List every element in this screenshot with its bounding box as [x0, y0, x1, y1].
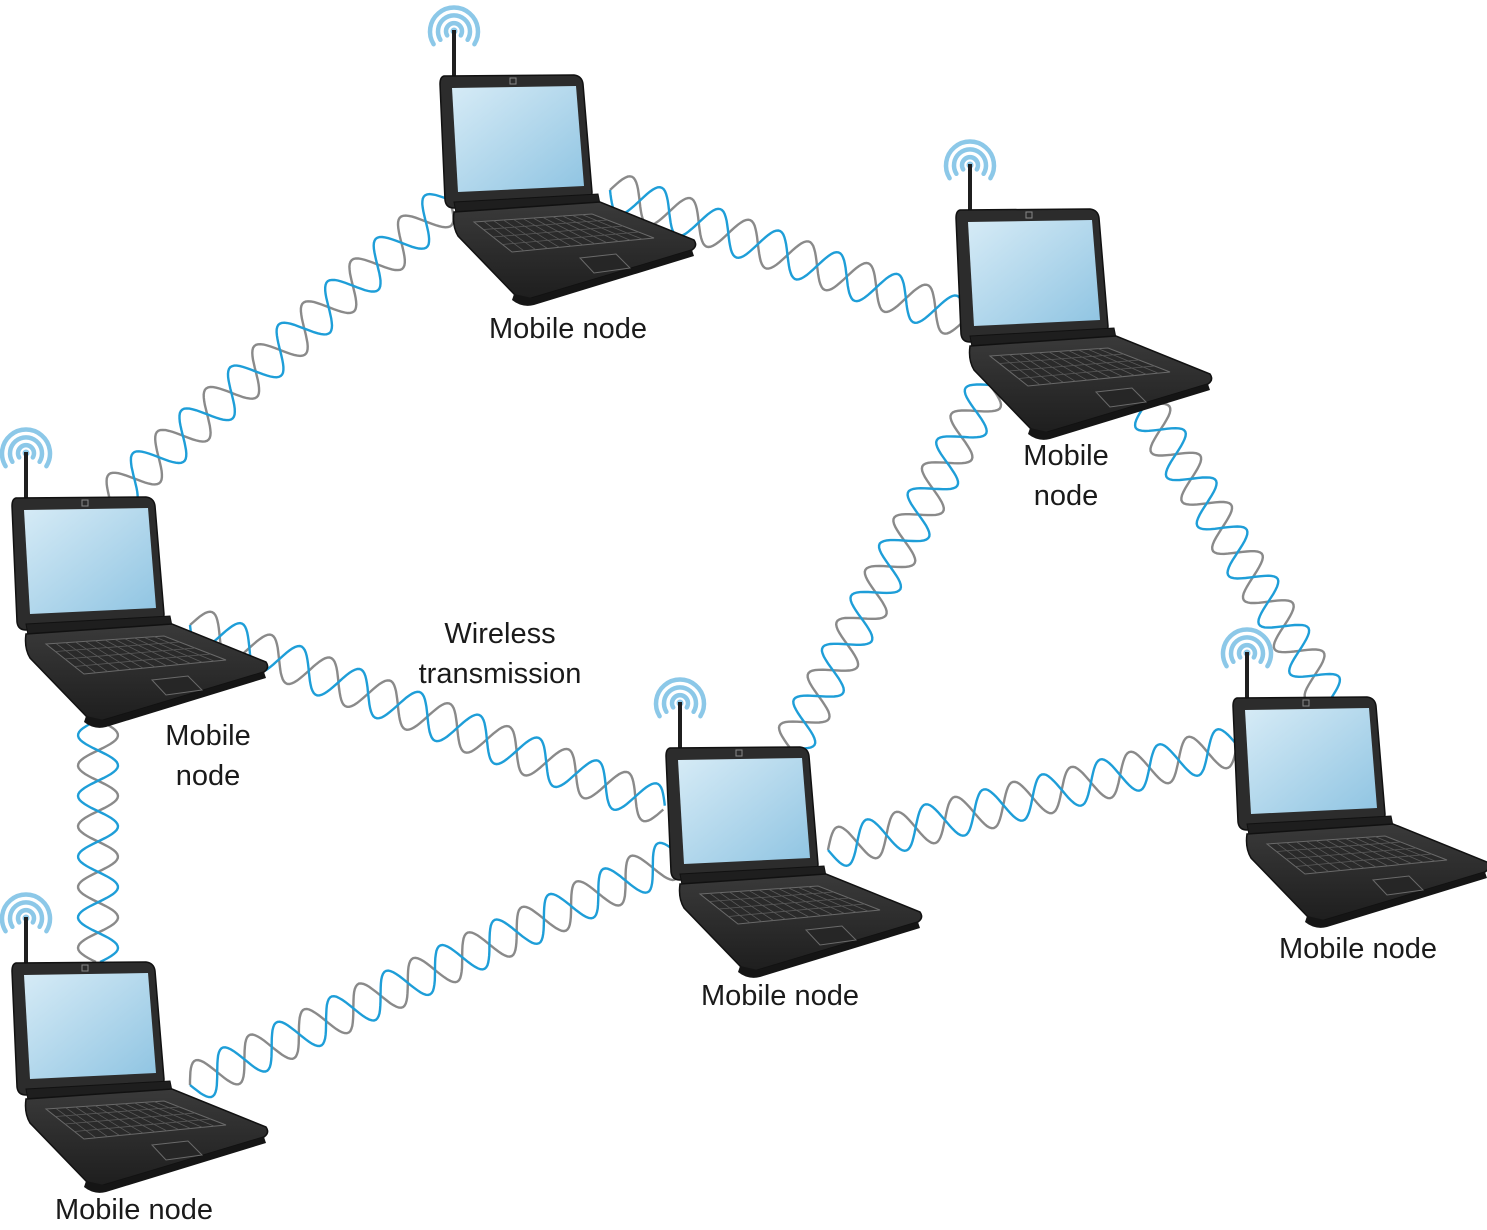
- laptop-screen: [24, 973, 156, 1079]
- laptop-node: [946, 142, 1212, 440]
- laptop-screen: [678, 758, 810, 864]
- laptop-screen: [1245, 708, 1377, 814]
- laptop-node: [2, 895, 268, 1193]
- laptop-node: [430, 8, 696, 306]
- node-label: Mobile node: [128, 716, 288, 796]
- wireless-link: [828, 729, 1237, 866]
- wireless-link: [107, 194, 454, 506]
- wave-strand-blue: [791, 385, 990, 749]
- antenna: [24, 917, 28, 967]
- wireless-link: [190, 843, 680, 1097]
- laptop-screen: [452, 86, 584, 192]
- wave-strand-blue: [828, 729, 1237, 866]
- node-label: Mobile node: [680, 976, 880, 1016]
- laptop-screen: [24, 508, 156, 614]
- node-label: Mobile node: [468, 309, 668, 349]
- node-label: Mobile node: [34, 1190, 234, 1230]
- node-label: Mobile node: [986, 436, 1146, 516]
- antenna: [1245, 652, 1249, 702]
- node-label: Mobile node: [1258, 929, 1458, 969]
- antenna: [24, 452, 28, 502]
- antenna: [968, 164, 972, 214]
- antenna: [452, 30, 456, 80]
- wave-strand-blue: [190, 843, 678, 1097]
- laptop-screen: [968, 220, 1100, 326]
- antenna: [678, 702, 682, 752]
- wireless-link: [78, 720, 118, 962]
- links-layer: [78, 176, 1340, 1097]
- laptop-node: [2, 430, 268, 728]
- laptop-node: [1223, 630, 1487, 928]
- wireless-link: [779, 385, 1001, 749]
- wireless-transmission-label: Wireless transmission: [380, 614, 620, 694]
